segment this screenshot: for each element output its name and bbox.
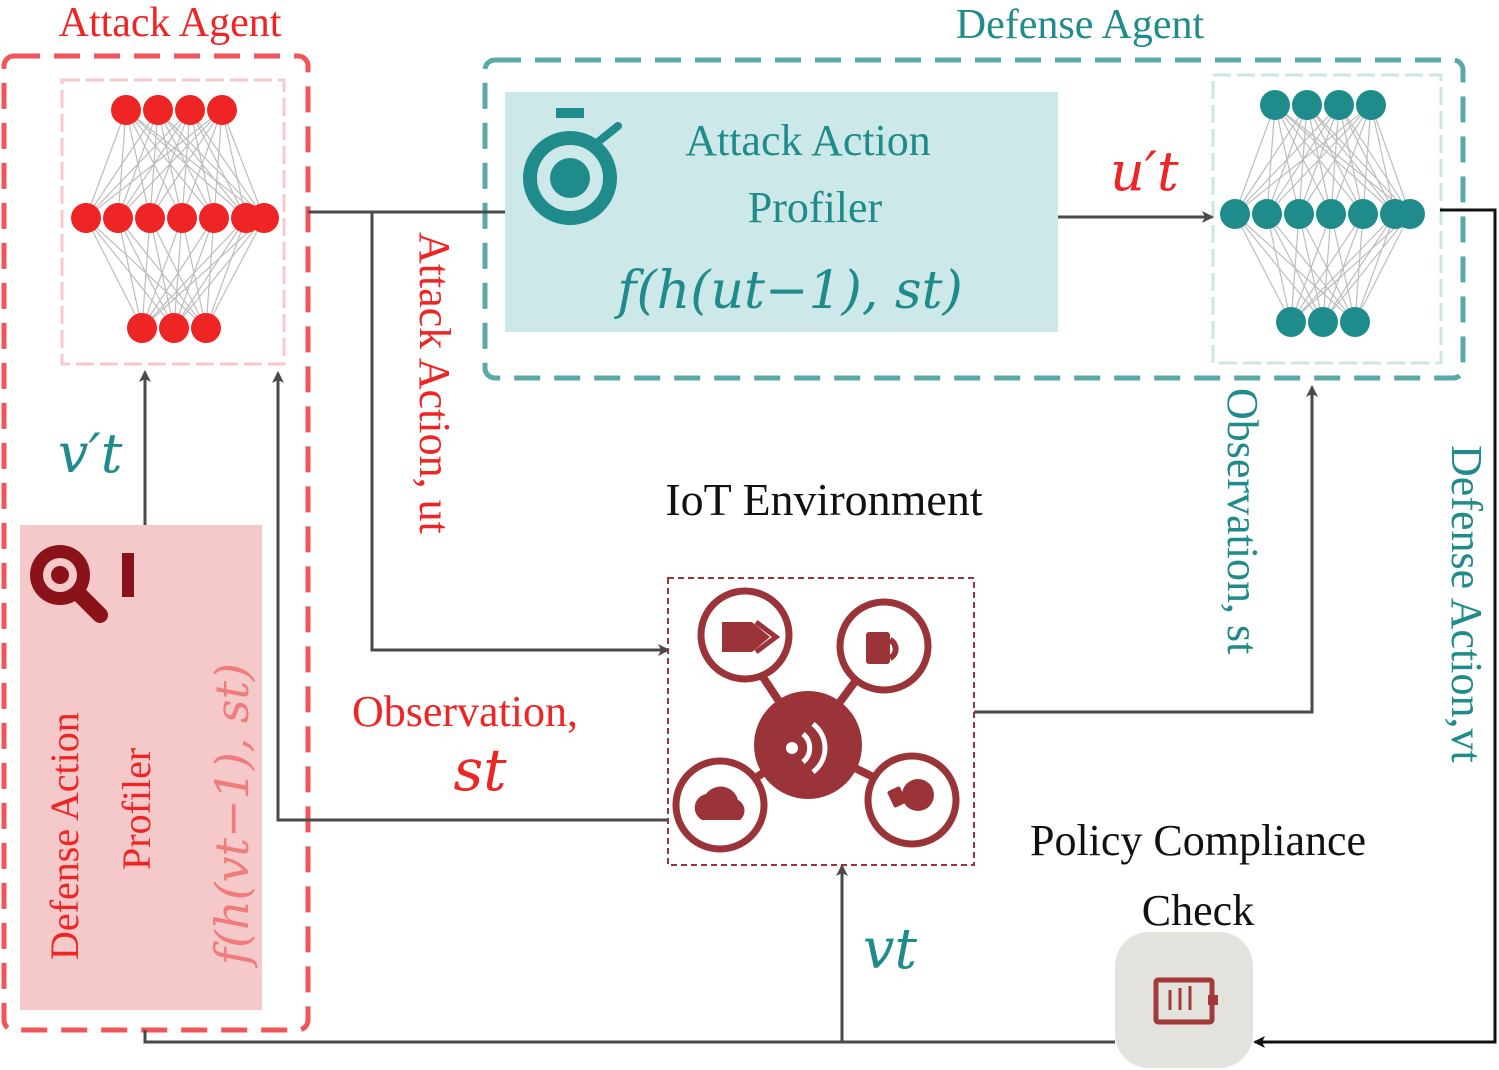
nn-node xyxy=(175,95,205,125)
defense-neural-network xyxy=(1220,90,1425,337)
attack-profiler-title-1: Attack Action xyxy=(685,116,931,165)
nn-node xyxy=(207,95,237,125)
attack-agent-box xyxy=(1,53,311,1033)
nn-node xyxy=(159,313,189,343)
magnifier-icon xyxy=(30,545,134,623)
nn-node xyxy=(1348,199,1378,229)
nn-node xyxy=(1395,199,1425,229)
vt-label: vt xyxy=(863,917,918,982)
iot-frame xyxy=(667,577,975,866)
nn-node xyxy=(1220,199,1250,229)
nn-node xyxy=(1324,90,1354,120)
nn-node xyxy=(127,313,157,343)
nn-node xyxy=(71,203,101,233)
observation-left-arrow xyxy=(272,371,668,822)
nn-node xyxy=(167,203,197,233)
observation-left-label-2: st xyxy=(453,736,507,804)
nn-node xyxy=(199,203,229,233)
nn-node xyxy=(191,313,221,343)
policy-title-1: Policy Compliance xyxy=(1030,816,1366,865)
share-icon xyxy=(697,587,793,683)
nn-node xyxy=(1316,199,1346,229)
observation-right-arrow xyxy=(974,385,1318,714)
cloud-icon xyxy=(672,757,768,853)
nn-node xyxy=(249,203,279,233)
nn-node xyxy=(111,95,141,125)
observation-left-label-1: Observation, xyxy=(352,687,578,736)
attack-action-label: Attack Action, ut xyxy=(410,232,459,534)
wifi-hub-icon xyxy=(754,691,862,799)
iot-title: IoT Environment xyxy=(665,474,982,525)
attack-neural-network xyxy=(71,95,279,343)
defense-action-profiler-box xyxy=(20,525,262,1010)
attack-input-label: v′t xyxy=(58,422,123,485)
nn-node xyxy=(1260,90,1290,120)
bottom-feedback-line xyxy=(143,1030,1115,1044)
defense-agent-title: Defense Agent xyxy=(956,2,1205,48)
defense-action-label: Defense Action,vt xyxy=(1442,445,1491,763)
nn-node xyxy=(103,203,133,233)
nn-node xyxy=(135,203,165,233)
clipboard-icon xyxy=(1115,932,1253,1068)
attack-profiler-formula: f(h(ut−1), st) xyxy=(613,261,963,321)
attack-action-arrow xyxy=(370,212,670,656)
lock-icon xyxy=(836,598,932,694)
defense-profiler-formula: f(h(vt−1), st) xyxy=(205,663,259,968)
nn-node xyxy=(1292,90,1322,120)
attack-profiler-title-2: Profiler xyxy=(748,183,883,232)
defense-action-arrow xyxy=(1253,208,1497,1048)
policy-title-2: Check xyxy=(1142,886,1254,935)
defense-input-label: u′t xyxy=(1110,140,1179,203)
nn-node xyxy=(143,95,173,125)
nn-node xyxy=(1252,199,1282,229)
nn-node xyxy=(1308,307,1338,337)
stopwatch-icon xyxy=(523,108,622,225)
attack-nn-frame xyxy=(60,78,286,366)
nn-node xyxy=(1356,90,1386,120)
bulb-icon xyxy=(864,752,960,848)
defense-agent-box xyxy=(482,57,1466,381)
observation-right-label: Observation, st xyxy=(1218,388,1267,654)
attack-agent-title: Attack Agent xyxy=(59,0,282,46)
defense-profiler-title-1: Defense Action xyxy=(42,712,87,960)
nn-node xyxy=(1284,199,1314,229)
defense-profiler-title-2: Profiler xyxy=(114,748,159,870)
nn-node xyxy=(1276,307,1306,337)
nn-node xyxy=(1340,307,1370,337)
